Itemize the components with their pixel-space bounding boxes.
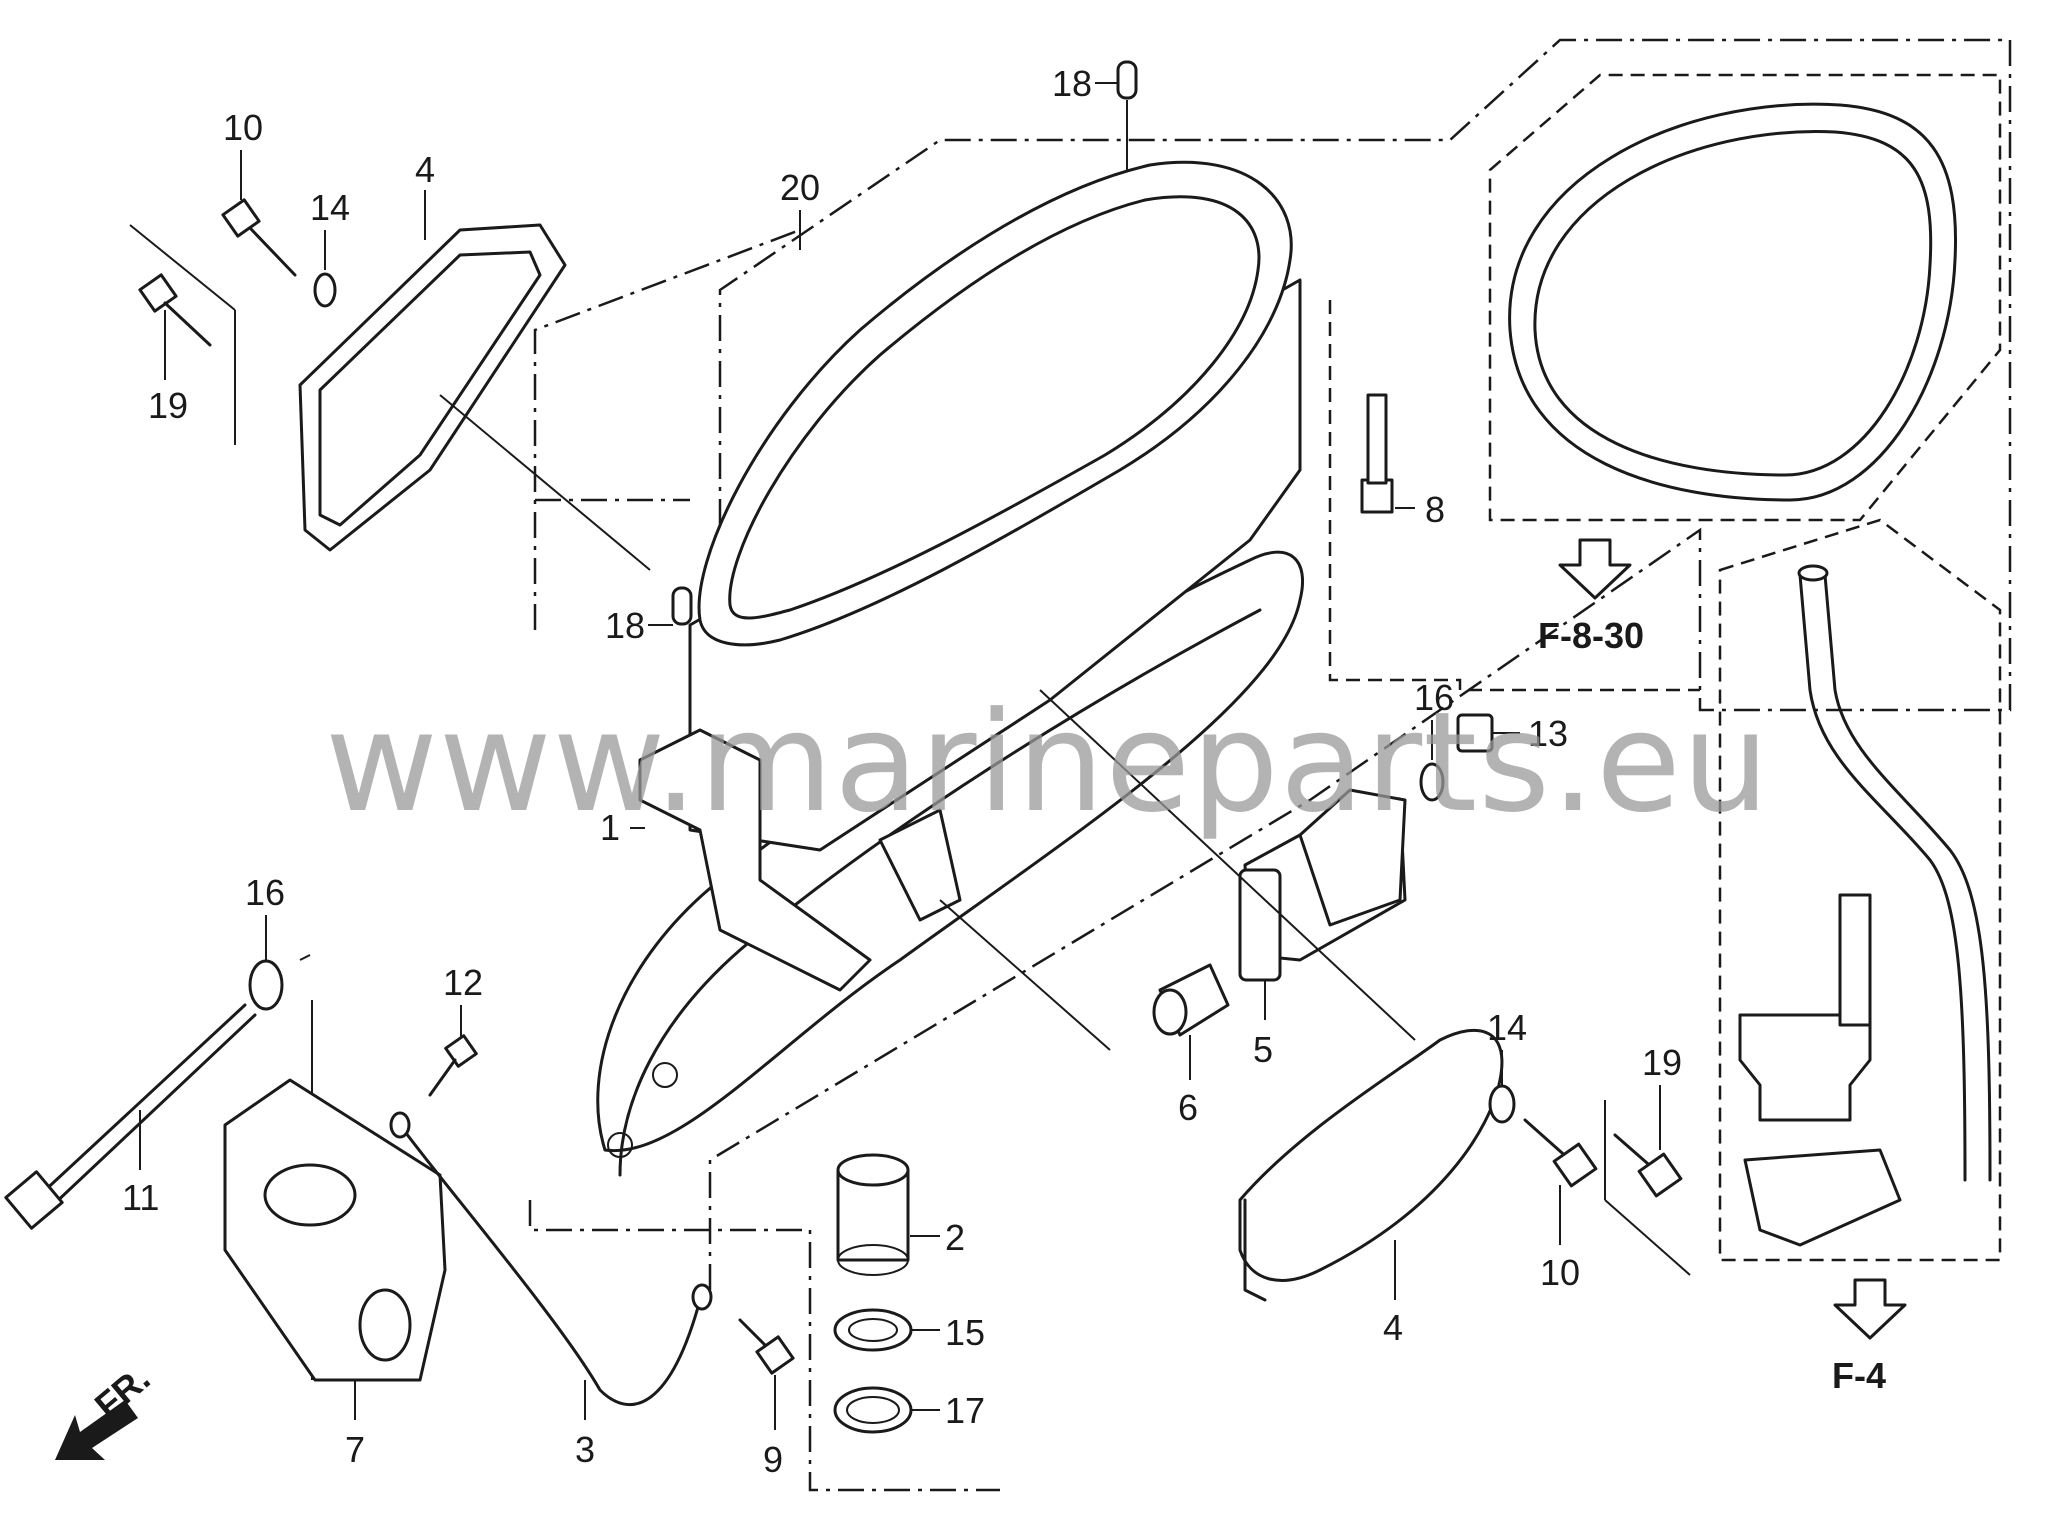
side-cover-lower <box>1238 1028 1504 1282</box>
part-label-6: 6 <box>1178 1087 1198 1128</box>
needle-bearing-2 <box>836 1153 910 1276</box>
seal-kit-box <box>1488 73 2002 522</box>
bolt-10-upper <box>221 198 297 277</box>
part-label-19: 19 <box>148 385 188 426</box>
ref-arrow-f4 <box>1833 1278 1907 1340</box>
bracket-line-19 <box>129 224 236 311</box>
washer-14-lower <box>1488 1084 1516 1124</box>
bolt-10-lower <box>1523 1118 1598 1188</box>
part-label-15: 15 <box>945 1312 985 1353</box>
part-label-14: 14 <box>310 187 350 228</box>
circlip-17 <box>833 1386 913 1434</box>
lower-guide-line <box>528 1200 1000 1492</box>
part-label-17: 17 <box>945 1390 985 1431</box>
part-label-19: 19 <box>1642 1042 1682 1083</box>
side-cover-upper-inner <box>318 250 542 527</box>
seal-ring-inner <box>1533 130 1933 477</box>
lower-mount-bracket-7 <box>223 1078 447 1382</box>
part-label-16: 16 <box>1414 677 1454 718</box>
part-20-guide <box>533 228 801 630</box>
water-pump-frame-line <box>1328 300 1700 692</box>
ground-cable-3 <box>389 1111 713 1406</box>
ref-arrow-f830 <box>1558 538 1632 600</box>
bolt-19-lower <box>1613 1133 1683 1198</box>
washer-14-upper <box>313 272 337 308</box>
cover-leader <box>439 394 651 571</box>
long-bolt-11 <box>4 1003 257 1230</box>
collar-6 <box>1152 963 1230 1037</box>
mount-leader <box>1039 689 1416 1041</box>
water-tube <box>1798 573 1967 1182</box>
water-pump-box <box>1718 518 2002 1262</box>
part-label-2: 2 <box>945 1217 965 1258</box>
bracket-line-16 <box>299 954 311 961</box>
bolt-9 <box>738 1318 795 1375</box>
part-label-12: 12 <box>443 962 483 1003</box>
part-label-8: 8 <box>1425 489 1445 530</box>
bolt-12 <box>428 1034 478 1097</box>
part-label-1: 1 <box>600 807 620 848</box>
washer-16-left <box>248 959 284 1011</box>
side-cover-lower-edge <box>1243 1198 1267 1302</box>
mount-leader-2 <box>939 899 1111 1051</box>
ref-label-f830: F-8-30 <box>1538 615 1644 656</box>
part-label-7: 7 <box>345 1429 365 1470</box>
exhaust-outlet <box>638 728 872 992</box>
water-pump-base <box>1743 1148 1902 1247</box>
part-label-16: 16 <box>245 872 285 913</box>
bolt-8 <box>1360 393 1394 514</box>
side-cover-upper <box>298 223 567 552</box>
part-label-20: 20 <box>780 167 820 208</box>
washer-16-right <box>1419 762 1445 802</box>
dowel-pin-18-left <box>671 586 693 626</box>
part-label-4: 4 <box>1383 1307 1403 1348</box>
case-bolt-hole <box>607 1132 633 1158</box>
part-label-4: 4 <box>415 149 435 190</box>
oil-pan-rim-inner <box>728 195 1261 620</box>
seal-ring-outer <box>1508 102 1958 502</box>
part-label-3: 3 <box>575 1429 595 1470</box>
case-frame-line <box>708 38 2012 1290</box>
water-tube-end <box>1797 564 1829 582</box>
front-arrow-icon <box>55 1400 138 1460</box>
case-bolt-hole <box>652 1062 678 1088</box>
part-label-13: 13 <box>1528 713 1568 754</box>
part-label-10: 10 <box>223 107 263 148</box>
part-label-9: 9 <box>763 1439 783 1480</box>
dowel-pin-18-top <box>1116 60 1138 100</box>
part-label-18: 18 <box>1052 63 1092 104</box>
oil-seal-15 <box>833 1308 913 1352</box>
bracket-line-19-lower-b <box>1604 1199 1691 1276</box>
water-pump-pipe <box>1838 893 1872 1027</box>
ref-label-f4: F-4 <box>1832 1355 1886 1396</box>
watermark-text: www.marineparts.eu <box>325 682 1770 843</box>
part-label-14: 14 <box>1487 1007 1527 1048</box>
bolt-19-upper <box>138 273 212 347</box>
oil-pan-rim <box>697 160 1293 647</box>
water-pump-body <box>1738 1013 1872 1122</box>
part-label-18: 18 <box>605 605 645 646</box>
part-label-5: 5 <box>1253 1029 1273 1070</box>
part-label-10: 10 <box>1540 1252 1580 1293</box>
part-label-11: 11 <box>122 1177 159 1218</box>
mount-bracket-front <box>878 808 962 922</box>
water-tube-inner <box>1823 573 1992 1182</box>
front-marker-label: FR. <box>87 1357 158 1426</box>
